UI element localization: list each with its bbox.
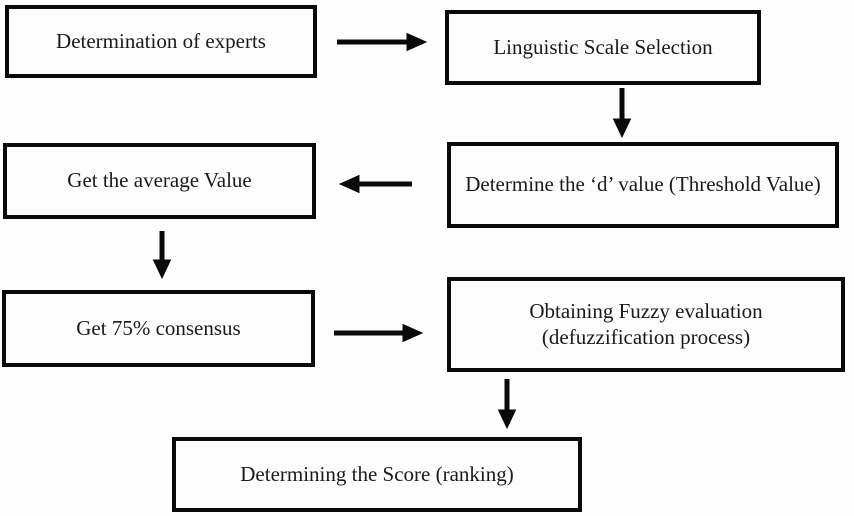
- arrow-average-to-consensus-icon: [152, 231, 172, 280]
- arrow-scale-to-threshold-icon: [612, 88, 632, 139]
- arrow-experts-to-scale-icon: [337, 32, 428, 52]
- flow-node-label: Linguistic Scale Selection: [493, 34, 713, 59]
- arrow-threshold-to-average-icon: [338, 174, 412, 194]
- flow-node-label: Get the average Value: [67, 168, 252, 193]
- flow-node-determining-score-ranking: Determining the Score (ranking): [172, 437, 582, 512]
- flow-node-obtaining-fuzzy-evaluation: Obtaining Fuzzy evaluation (defuzzificat…: [447, 277, 845, 372]
- arrow-fuzzy-to-score-icon: [497, 379, 517, 430]
- flow-node-label: Determination of experts: [56, 28, 266, 53]
- flow-node-determine-d-value: Determine the ‘d’ value (Threshold Value…: [447, 142, 839, 228]
- flow-node-get-average-value: Get the average Value: [3, 143, 316, 219]
- flow-node-label: Determining the Score (ranking): [240, 461, 514, 486]
- flow-node-linguistic-scale-selection: Linguistic Scale Selection: [445, 10, 761, 85]
- flow-node-get-75-percent-consensus: Get 75% consensus: [2, 290, 315, 367]
- flow-node-label: Obtaining Fuzzy evaluation (defuzzificat…: [529, 298, 763, 349]
- flow-node-label: Get 75% consensus: [76, 315, 241, 340]
- arrow-consensus-to-fuzzy-icon: [334, 323, 424, 343]
- flow-node-label: Determine the ‘d’ value (Threshold Value…: [465, 172, 821, 197]
- flow-node-determination-of-experts: Determination of experts: [5, 5, 317, 78]
